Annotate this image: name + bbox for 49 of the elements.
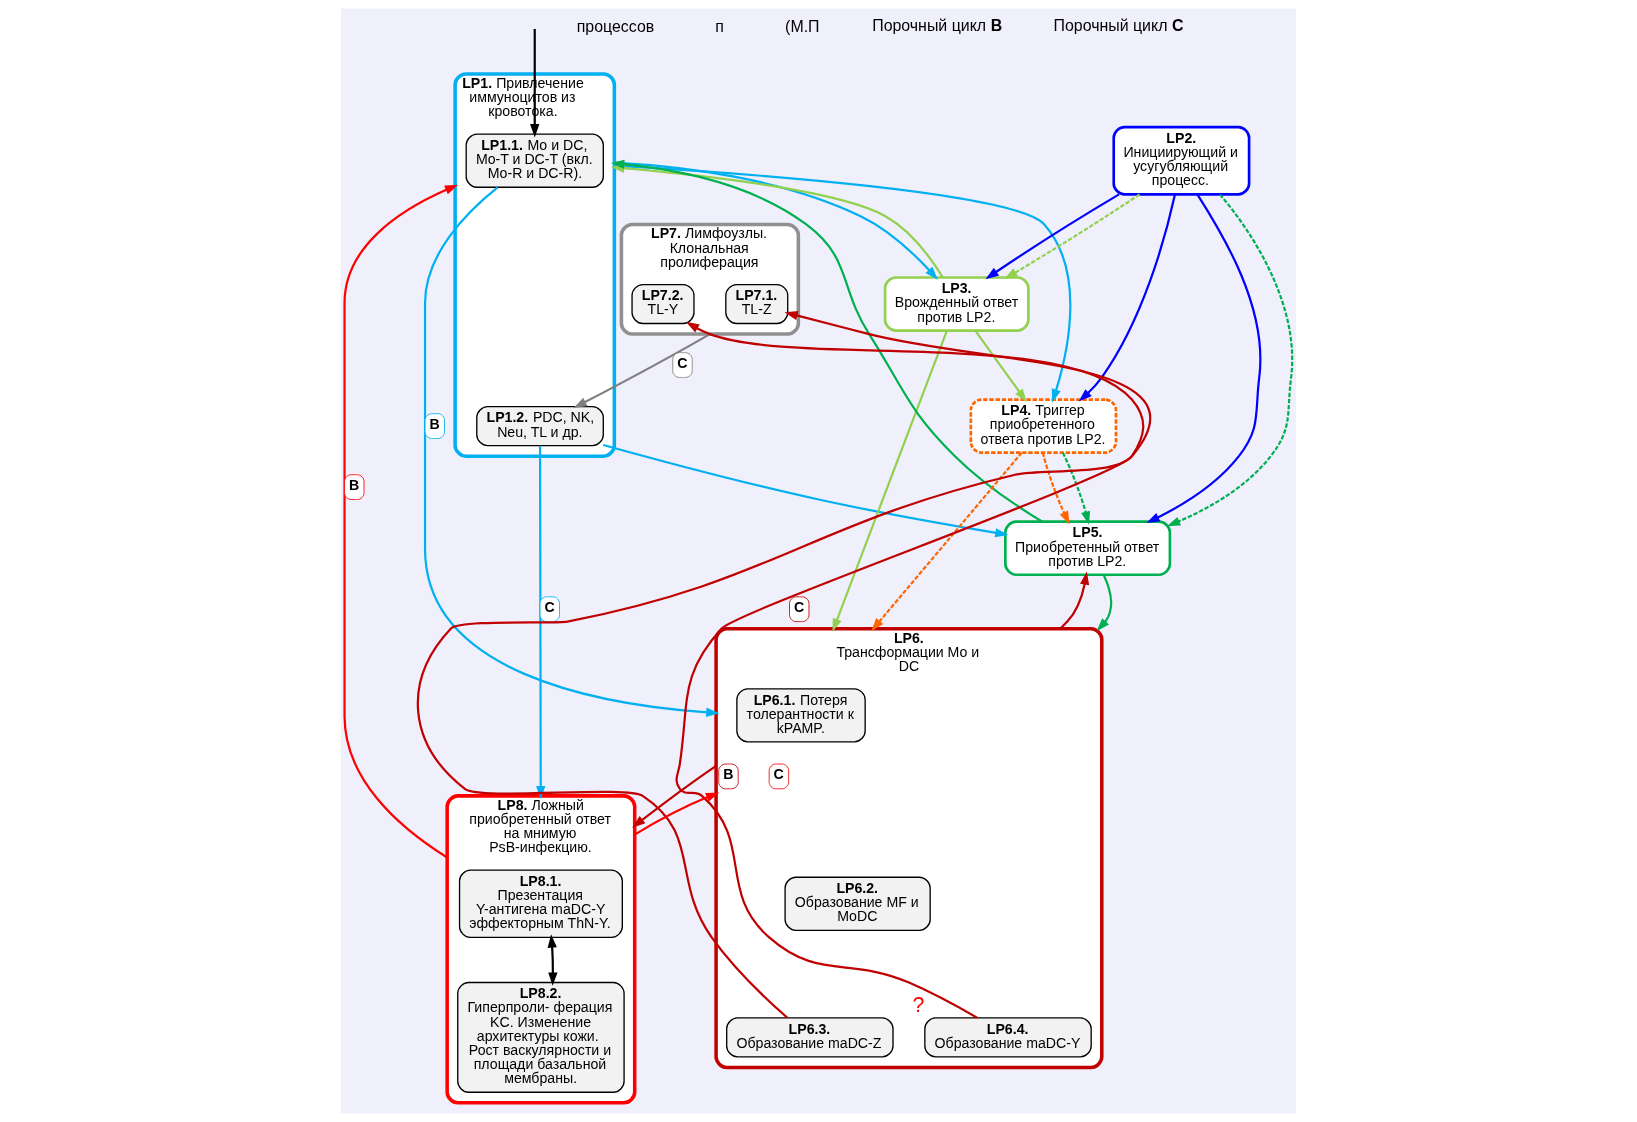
node-box: LP6.3. Образование maDC-Z [726,1017,894,1058]
edge-label: B [429,415,440,432]
arrow [1061,452,1091,525]
edge-label: C [544,598,555,615]
arrow [871,452,1023,632]
arrow [1146,194,1262,523]
node-box: LP6.2. Образование MF и MoDC [784,876,931,931]
arrow [832,330,948,632]
node-box: LP5. Приобретенный ответ против LP2. [1004,520,1172,577]
node-box: LP2. Инициирующий и усугубляющий процесс. [1112,125,1251,196]
node-box: LP8.1. Презентация Y-антигена maDC-Y эффекторным ThN-Y. [458,869,623,939]
edge-label: C [677,354,688,371]
arrow [1041,452,1070,525]
arrow [1059,571,1090,630]
node-box: LP6.1. Потеря толерантности к kPAMP. [736,688,866,743]
arrow [614,164,1072,403]
label: (М.П [785,17,820,35]
label: Порочный цикл C [1053,17,1184,35]
node-box: LP1.2. PDC, NK, Neu, TL и др. [476,405,604,447]
arrow [530,29,540,138]
label: п [715,17,724,35]
arrow [1078,194,1177,402]
arrow [634,792,720,836]
node-label: ? [912,992,925,1016]
node-box: LP7.2. TL-Y [631,283,695,325]
arrow [1004,193,1141,279]
arrow [985,193,1120,280]
label: Порочный цикл B [872,17,1003,35]
arrow [573,333,711,409]
edge-label: C [773,765,784,782]
node-box: LP7.1. TL-Z [725,283,789,325]
edge-label: B [348,476,360,493]
arrow [974,330,1027,403]
node-box: LP4. Триггер приобретенного ответа против LP2. [969,398,1118,454]
arrow [1166,193,1294,527]
arrow [547,934,558,986]
node-box: LP8.2. Гиперпроли- ферация KC. Изменение архитектуры кожи. Рост васкулярности и площади базальной мембраны. [457,981,625,1093]
edge-label: C [793,598,805,615]
edge-label: B [723,765,734,782]
arrow [536,445,546,800]
node-box: LP1.1. Mo и DC, Mo-T и DC-T (вкл. Mo-R и DC-R). [465,133,604,188]
arrow [416,311,1150,1019]
node-box: LP6.4. Образование maDC-Y [924,1017,1092,1058]
arrow [603,443,1009,538]
label: процессов [576,17,655,35]
arrow [632,764,717,828]
arrow [675,321,1144,1019]
arrow [1096,574,1113,632]
node-box: LP3. Врожденный ответ против LP2. [883,276,1030,332]
